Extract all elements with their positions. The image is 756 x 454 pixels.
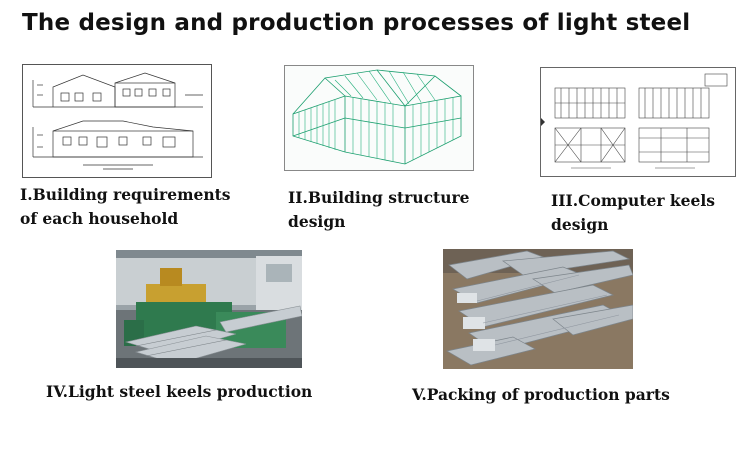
stacked-steel-profiles-photo: [443, 249, 633, 369]
step-1-caption-line2: of each household: [20, 209, 179, 228]
step-5-caption: V.Packing of production parts: [412, 383, 670, 407]
page-title: The design and production processes of l…: [22, 10, 691, 36]
step-3-image: [540, 67, 736, 177]
step-1-caption: I.Building requirements of each househol…: [20, 183, 231, 231]
step-1-caption-line1: I.Building requirements: [20, 185, 231, 204]
step-2-caption-line2: design: [288, 212, 346, 231]
keel-layout-drawings: [541, 73, 728, 169]
roll-forming-machine-photo: [116, 250, 302, 368]
elevation-drawing: [32, 72, 203, 170]
step-5-image: [443, 249, 633, 369]
step-5-caption-line1: V.Packing of production parts: [412, 385, 670, 404]
step-4-image: [116, 250, 302, 368]
step-4-caption-line1: IV.Light steel keels production: [46, 382, 313, 401]
step-3-caption: III.Computer keels design: [551, 189, 715, 237]
step-1-image: [22, 64, 212, 178]
step-2-caption: II.Building structure design: [288, 186, 470, 234]
step-2-image: [284, 65, 474, 171]
step-3-caption-line2: design: [551, 215, 609, 234]
step-4-caption: IV.Light steel keels production: [46, 380, 312, 404]
step-2-caption-line1: II.Building structure: [288, 188, 470, 207]
steel-frame-model: [292, 69, 462, 165]
step-3-caption-line1: III.Computer keels: [551, 191, 715, 210]
